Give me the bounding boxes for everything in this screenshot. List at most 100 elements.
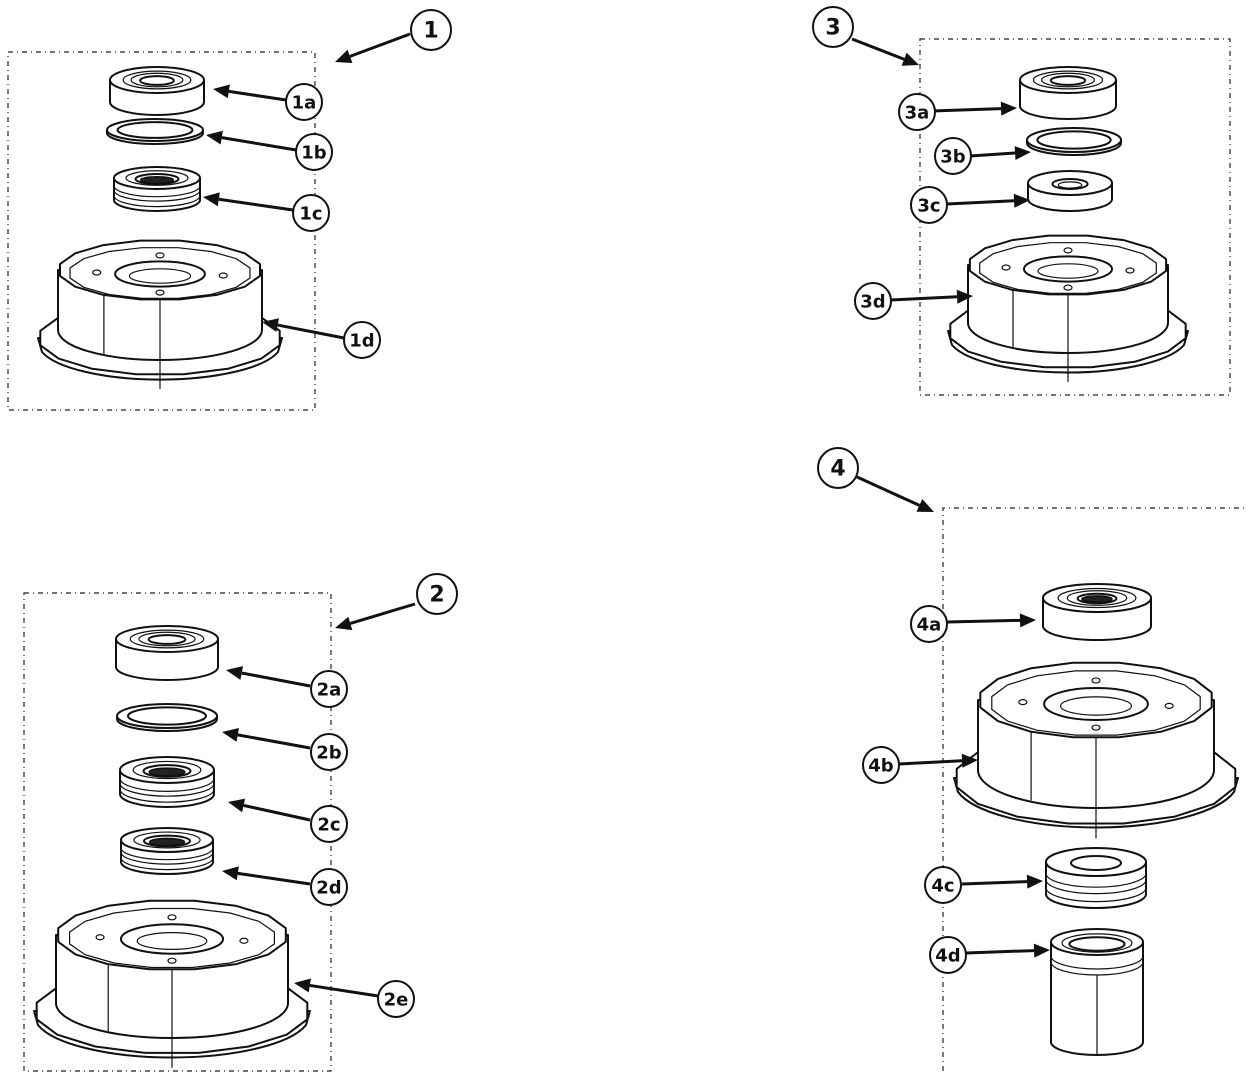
callout-4d-badge-text: 4d	[935, 946, 960, 967]
part-2d-bore-shadow	[148, 837, 186, 847]
part-1a	[109, 66, 205, 116]
callout-3a-badge-circle	[898, 93, 936, 131]
part-4a-race-inner	[1066, 590, 1128, 606]
part-2d-groove	[120, 847, 214, 861]
part-1d-bore-inner	[128, 268, 192, 284]
part-4c-bore	[1070, 855, 1122, 871]
callout-4a-arrow-head	[1019, 613, 1036, 628]
callout-2d-arrow-head	[222, 866, 239, 881]
callout-2b-arrow-shaft	[237, 733, 311, 750]
callout-4d-badge: 4d	[929, 936, 967, 974]
callout-2a-arrow-head	[226, 666, 243, 680]
assembly-3-arrow	[851, 37, 919, 66]
callout-4a-badge-circle	[910, 605, 948, 643]
callout-4d-arrow-shaft	[965, 949, 1035, 955]
assembly-2-badge-circle	[416, 573, 458, 615]
callout-4c-arrow-head	[1026, 874, 1043, 889]
callout-1a-badge-text: 1a	[292, 93, 317, 114]
callout-1b-badge-circle	[295, 133, 333, 171]
part-2c-groove	[119, 789, 215, 803]
part-1c-lip	[125, 170, 189, 186]
callout-2c-badge-circle	[310, 805, 348, 843]
callout-3c-badge: 3c	[910, 186, 948, 224]
part-4d-lip	[1061, 933, 1133, 953]
assembly-2-arrow	[335, 602, 416, 631]
callout-1d-badge-circle	[343, 321, 381, 359]
callout-2d-arrow	[222, 866, 311, 886]
callout-1c-arrow-shaft	[218, 197, 294, 212]
assembly-2-arrow-head	[335, 616, 353, 631]
assembly-1-arrow-shaft	[349, 32, 411, 58]
callout-4a-arrow	[946, 613, 1036, 628]
assembly-1-arrow	[335, 32, 411, 63]
callout-2b-badge-circle	[310, 733, 348, 771]
callout-2c-arrow-shaft	[243, 803, 311, 822]
callout-2a-badge: 2a	[310, 670, 348, 708]
callout-4b-badge: 4b	[862, 746, 900, 784]
callout-4b-arrow-head	[961, 753, 978, 768]
part-4a-race	[1057, 587, 1137, 609]
part-3b-hole	[1036, 130, 1112, 150]
callout-3d-arrow-shaft	[890, 295, 958, 302]
callout-1b-badge: 1b	[295, 133, 333, 171]
callout-3c-badge-circle	[910, 186, 948, 224]
callout-4c-badge-text: 4c	[931, 876, 954, 897]
callout-1d-arrow	[262, 318, 345, 340]
part-4b-rim-inner	[991, 670, 1201, 736]
callout-3b-arrow-head	[1014, 146, 1031, 160]
callout-3a-badge-text: 3a	[905, 103, 930, 124]
part-1d-rim-inner	[69, 247, 251, 299]
assembly-4-badge-text: 4	[830, 457, 845, 482]
callout-2d-badge-circle	[310, 868, 348, 906]
part-1d-bolt-hole	[155, 252, 165, 259]
part-3b	[1026, 127, 1122, 156]
part-4a-bore-shadow	[1081, 595, 1113, 603]
assembly-3-badge-text: 3	[825, 16, 840, 41]
part-2e-bolt-hole	[239, 937, 249, 944]
callout-4a-badge: 4a	[910, 605, 948, 643]
part-1c-groove	[113, 195, 201, 208]
part-1c-groove	[113, 185, 201, 198]
callout-3b-badge-text: 3b	[940, 147, 966, 168]
callout-2b-arrow-head	[222, 728, 239, 742]
part-4c-groove	[1045, 879, 1147, 895]
callout-3d-arrow	[890, 289, 973, 304]
assembly-4-arrow-head	[916, 499, 934, 512]
part-2d-lip	[133, 831, 201, 849]
callout-3d-badge-circle	[854, 282, 892, 320]
callout-1c-arrow-head	[203, 192, 220, 207]
part-2c-lip	[132, 760, 202, 780]
part-3d-bolt-hole	[1063, 247, 1073, 254]
callout-3c-arrow	[946, 193, 1030, 208]
part-2e-bolt-hole	[95, 934, 105, 941]
callout-2a-badge-circle	[310, 670, 348, 708]
callout-3b-arrow-shaft	[969, 151, 1016, 158]
callout-3c-arrow-shaft	[946, 199, 1015, 206]
part-3c-bore-inner	[1057, 181, 1083, 189]
part-4c-groove	[1045, 873, 1147, 888]
callout-3a-arrow	[931, 101, 1017, 116]
callout-4c-badge-circle	[924, 866, 962, 904]
part-1b-hole	[116, 121, 194, 139]
callout-2e-arrow-shaft	[309, 983, 379, 998]
callout-3c-badge-text: 3c	[917, 196, 940, 217]
callout-3b-badge: 3b	[934, 137, 972, 175]
callout-2a-badge-text: 2a	[317, 680, 342, 701]
callout-3a-arrow-head	[1000, 101, 1017, 116]
part-2e	[33, 899, 311, 1068]
part-4c	[1045, 847, 1147, 909]
part-2d	[120, 827, 214, 875]
callout-2a-arrow-shaft	[241, 671, 311, 688]
callout-1d-arrow-head	[262, 318, 279, 332]
callout-2c-badge: 2c	[310, 805, 348, 843]
callout-3a-arrow-shaft	[931, 107, 1002, 113]
callout-2c-arrow	[228, 798, 311, 822]
callout-4b-badge-circle	[862, 746, 900, 784]
part-2d-groove	[120, 851, 214, 865]
assembly-3-arrow-head	[901, 52, 919, 66]
callout-2b-badge-text: 2b	[316, 743, 342, 764]
part-4d-bore	[1068, 936, 1126, 952]
part-2d-groove	[120, 857, 214, 871]
part-4b	[953, 661, 1239, 839]
